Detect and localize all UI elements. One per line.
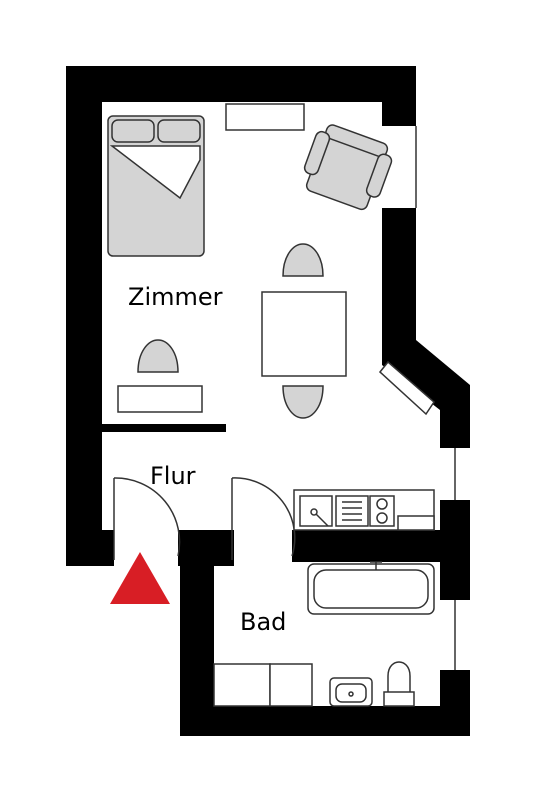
wall-flur-bad-right — [292, 530, 442, 562]
wall-partition — [102, 424, 226, 432]
bed-pillow-left — [111, 119, 155, 143]
bed-pillow-right — [157, 119, 201, 143]
zimmer-furniture: Zimmer — [107, 103, 435, 419]
wall-top — [66, 66, 416, 102]
room-label-flur: Flur — [150, 462, 196, 490]
wall-diagonal — [382, 340, 470, 430]
bathtub-inner — [313, 569, 429, 609]
wall-right-lower-a — [440, 428, 470, 448]
wall-entrance-left — [66, 530, 114, 566]
wall-bad-bottom — [180, 706, 470, 736]
red-triangle-icon — [110, 552, 170, 604]
bath-cabinet-right — [269, 663, 313, 707]
flur-area: Flur — [110, 462, 435, 604]
bad-area: Bad — [213, 561, 435, 707]
dining-table — [261, 291, 347, 377]
door-bad-swing — [231, 477, 296, 557]
wall-left — [66, 66, 102, 566]
room-label-bad: Bad — [240, 608, 286, 636]
bed-blanket-fold — [109, 145, 201, 200]
desk — [117, 385, 203, 413]
bath-cabinet-left — [213, 663, 271, 707]
kitchen-drainboard — [335, 495, 369, 527]
chair-top — [282, 243, 324, 277]
door-entrance-swing — [113, 477, 181, 557]
stove-burner-bottom — [376, 512, 388, 524]
kitchen-fridge — [397, 515, 435, 531]
chair-left — [137, 339, 179, 373]
washbasin-drain — [348, 691, 354, 697]
wall-right-mid — [382, 208, 416, 340]
stove-burner-top — [376, 498, 388, 510]
wall-right-lower-b — [440, 500, 470, 600]
faucet-knob — [310, 508, 318, 516]
toilet-tank — [383, 691, 415, 707]
shelf-top — [225, 103, 305, 131]
room-label-zimmer: Zimmer — [128, 283, 223, 311]
chair-bottom — [282, 385, 324, 419]
armchair — [303, 124, 393, 211]
wall-right-upper — [382, 102, 416, 126]
walls — [66, 66, 470, 736]
diagonal-cabinet — [378, 360, 435, 416]
